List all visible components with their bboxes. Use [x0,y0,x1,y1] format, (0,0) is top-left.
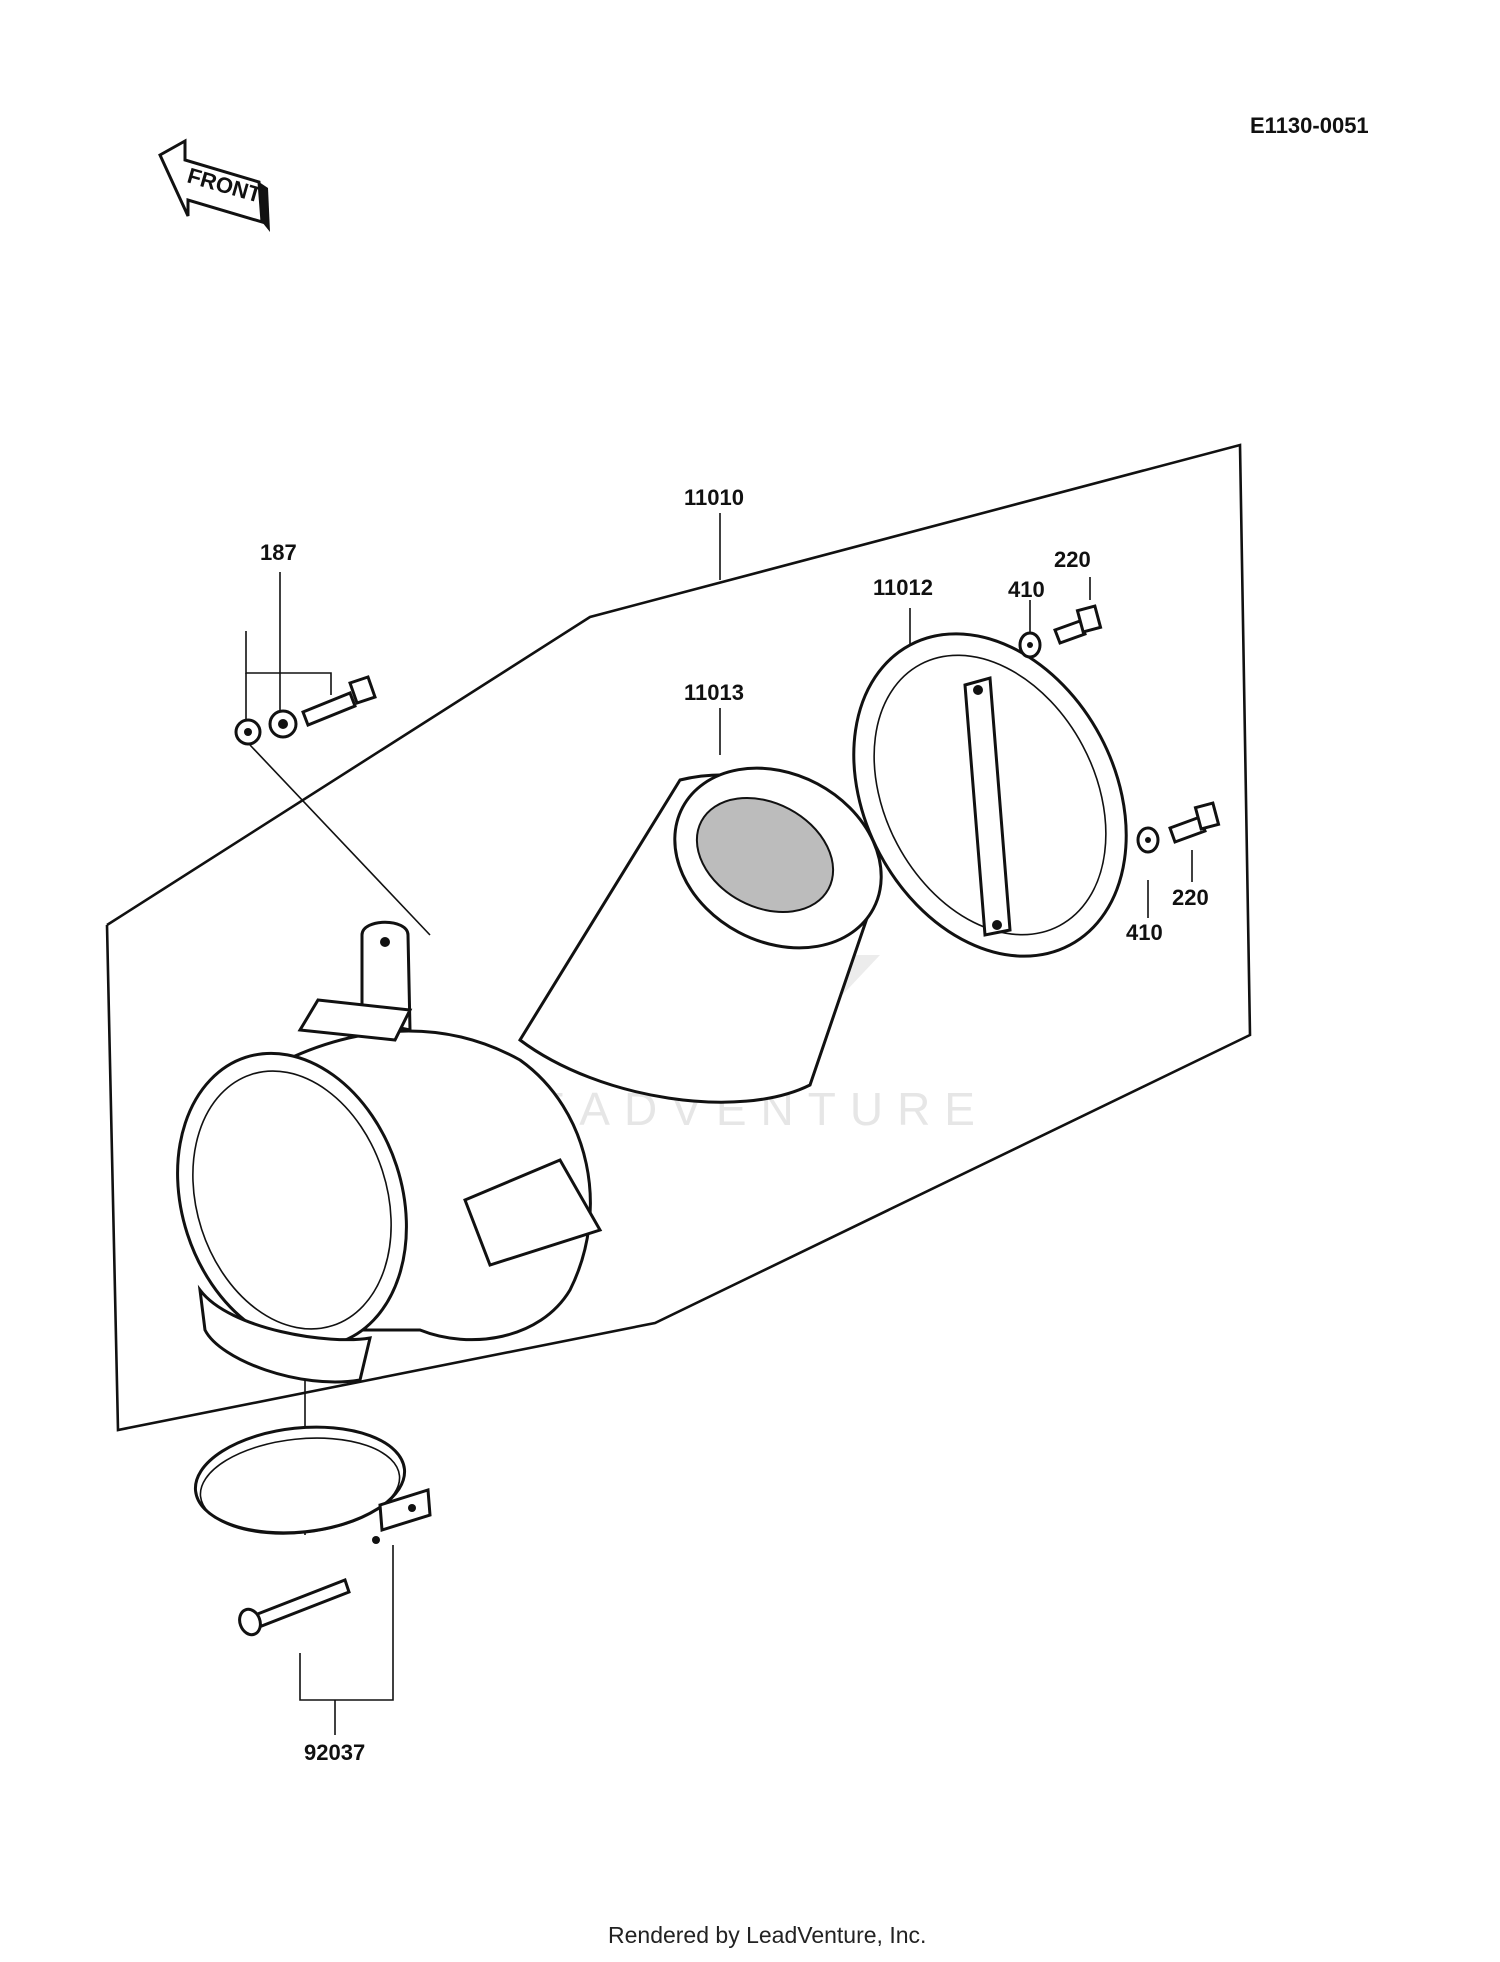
callout-410-top: 410 [1008,577,1045,602]
callout-lines [245,513,1193,1735]
bolt-left-icon [301,675,377,727]
hose-clamp [193,1425,432,1544]
diagram-code: E1130-0051 [1250,113,1369,138]
clamp-bolt-icon [238,1578,351,1637]
bolt-right-icon [1168,801,1221,844]
footer-credit: Rendered by LeadVenture, Inc. [608,1922,926,1948]
assembly-outline [105,443,1252,1432]
callout-220-top: 220 [1054,547,1091,572]
washer-right-icon [1136,826,1160,854]
callout-92037: 92037 [304,1740,365,1765]
filter-element [518,766,883,1104]
nut-left-icon [268,709,298,739]
front-arrow-icon: FRONT [158,138,270,232]
callout-11012: 11012 [873,575,933,600]
callout-11010: 11010 [684,485,744,510]
callout-187: 187 [260,540,297,565]
callout-220-right: 220 [1172,885,1209,910]
air-cleaner-housing [176,920,603,1384]
washer-top-icon [1018,631,1042,659]
callout-11013: 11013 [684,680,744,705]
bolt-top-icon [1053,604,1103,645]
callout-410-right: 410 [1126,920,1163,945]
washer-left-icon [234,718,262,746]
filter-cover [852,632,1128,958]
